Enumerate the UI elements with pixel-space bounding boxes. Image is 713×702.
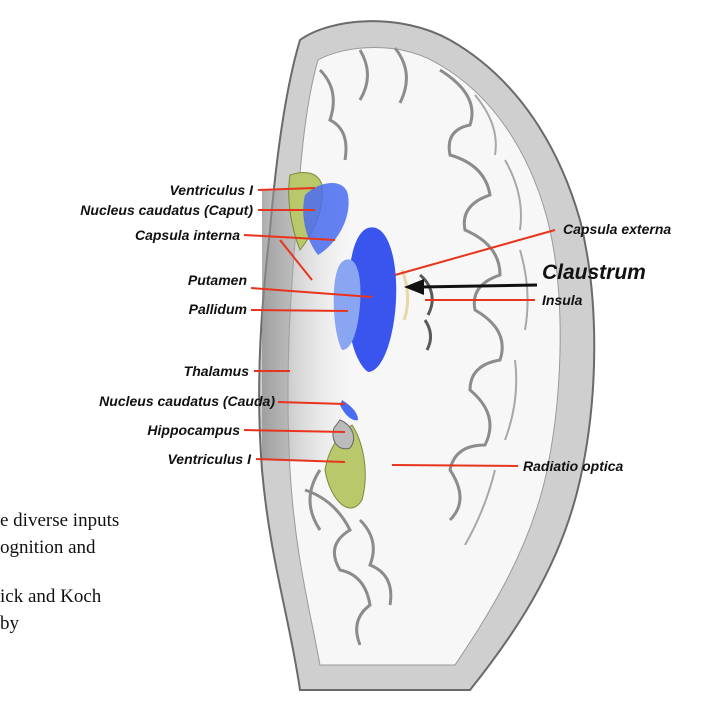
label-ventriculus-lower: Ventriculus I: [167, 451, 252, 467]
label-thalamus: Thalamus: [184, 363, 250, 379]
label-putamen: Putamen: [188, 272, 247, 288]
label-capsula-interna: Capsula interna: [135, 227, 240, 243]
label-ventriculus-upper: Ventriculus I: [169, 182, 254, 198]
label-hippocampus: Hippocampus: [147, 422, 240, 438]
label-nucleus-caudatus-cauda: Nucleus caudatus (Cauda): [99, 393, 275, 409]
leader-pallidum: [251, 310, 348, 311]
label-pallidum: Pallidum: [189, 301, 247, 317]
label-claustrum: Claustrum: [542, 261, 646, 284]
label-insula: Insula: [542, 292, 583, 308]
label-capsula-externa: Capsula externa: [563, 221, 671, 237]
label-radiatio-optica: Radiatio optica: [523, 458, 624, 474]
label-nucleus-caudatus-caput: Nucleus caudatus (Caput): [80, 202, 253, 218]
leader-radiatio-optica: [392, 465, 518, 466]
